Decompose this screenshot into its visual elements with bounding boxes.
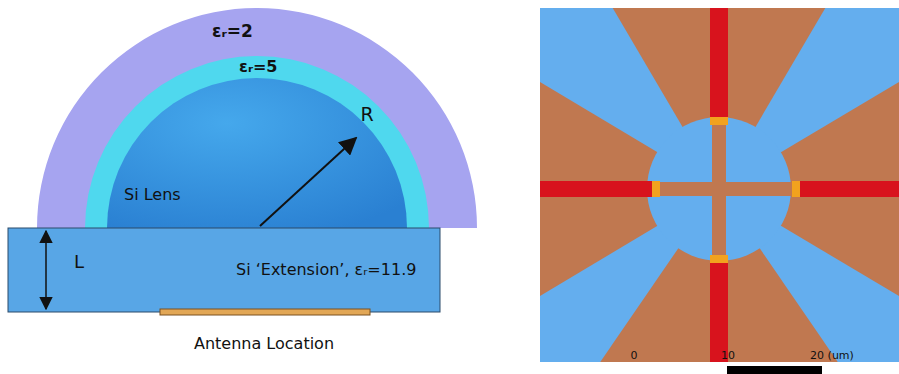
scale-tick-label: 10 bbox=[721, 349, 735, 362]
dimension-label: L bbox=[74, 251, 84, 273]
node-text: Si Lens bbox=[124, 185, 181, 204]
dimension-label: R bbox=[360, 103, 373, 126]
scale-tick-label: 0 bbox=[631, 349, 638, 362]
node-text: Si ‘Extension’, εᵣ=11.9 bbox=[236, 260, 417, 279]
node-text: εᵣ=2 bbox=[212, 21, 253, 41]
bottom-gap bbox=[710, 255, 728, 263]
lens-region: Si Lens bbox=[120, 183, 185, 207]
vertical-feed bbox=[712, 124, 726, 256]
panel-ground bbox=[540, 8, 899, 362]
outer-coating-ring bbox=[37, 8, 477, 228]
top-gap bbox=[710, 117, 728, 125]
extension-region: Si ‘Extension’, εᵣ=11.9 bbox=[232, 258, 421, 282]
left-gap bbox=[652, 181, 660, 197]
right-line bbox=[800, 181, 899, 197]
scale-bar-black bbox=[727, 366, 822, 374]
outer-coating-label: εᵣ=2 bbox=[208, 19, 257, 44]
inner-coating-label: εᵣ=5 bbox=[235, 55, 282, 79]
antenna-bar bbox=[160, 309, 370, 315]
bottom-line bbox=[710, 263, 728, 362]
scale-tick-label: 20 (um) bbox=[810, 349, 854, 362]
top-line bbox=[710, 8, 728, 117]
scale-bar-white bbox=[633, 366, 727, 374]
left-line bbox=[540, 181, 652, 197]
node-text: εᵣ=5 bbox=[239, 57, 278, 76]
location-label: Antenna Location bbox=[194, 334, 334, 353]
silicon-lens bbox=[107, 78, 407, 228]
thickness-arrow bbox=[45, 231, 47, 309]
radius-arrow bbox=[260, 138, 356, 226]
right-gap bbox=[792, 181, 800, 197]
inner-coating-ring bbox=[85, 56, 429, 228]
antenna-layout-panel bbox=[540, 8, 899, 362]
silicon-extension bbox=[8, 228, 440, 312]
